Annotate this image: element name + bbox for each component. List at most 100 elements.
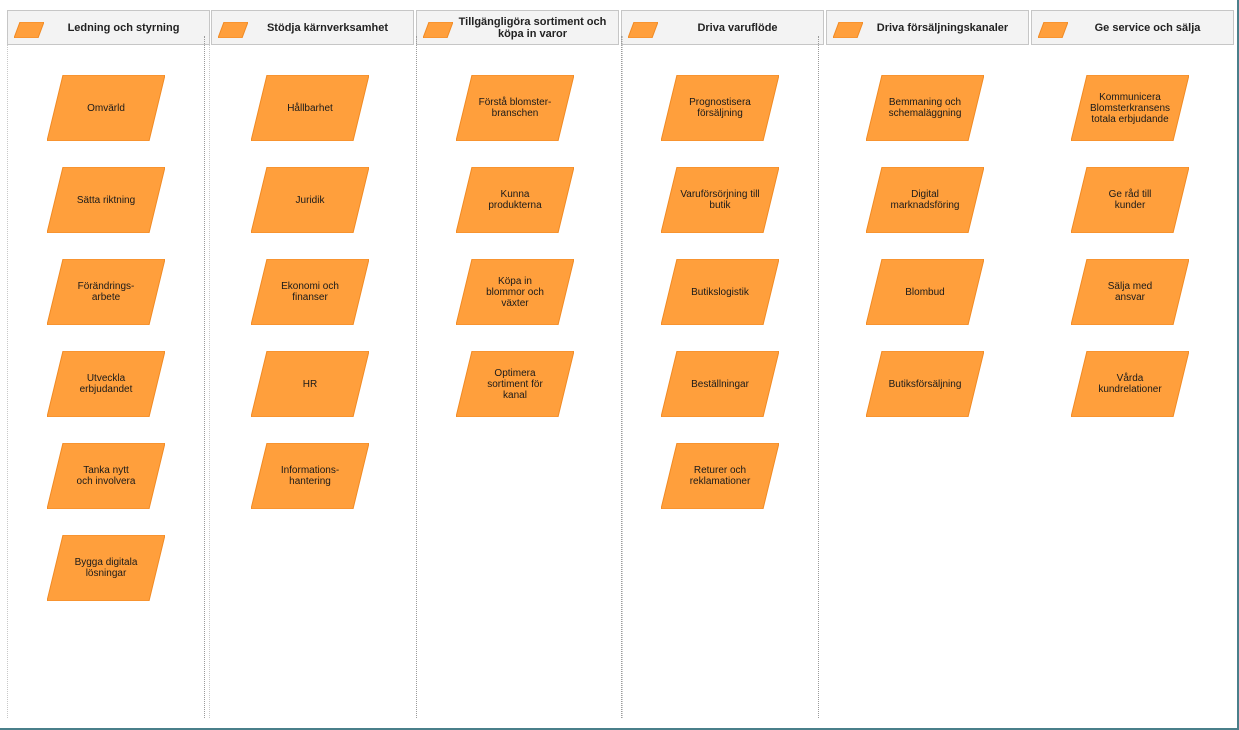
parallelogram-icon-shape [1037,21,1069,39]
activity-box[interactable]: Juridik [251,167,369,233]
parallelogram-icon [13,21,45,39]
activity-shape [456,75,574,141]
activity-shape [251,443,369,509]
parallelogram-icon [832,21,864,39]
parallelogram-icon-shape [422,21,454,39]
activity-label: Butikslogistik [691,286,749,298]
lane-title: Ledning och styrning [67,21,180,34]
parallelogram-icon-shape [832,21,864,39]
lane-header[interactable]: Ledning och styrning [7,10,210,45]
activity-label: Blombud [905,286,945,298]
lane-title: Tillgängligöra sortiment och köpa in var… [458,15,607,40]
lane-divider [209,36,210,718]
parallelogram-icon [422,21,454,39]
activity-box[interactable]: Butiksförsäljning [866,351,984,417]
activity-shape [251,351,369,417]
parallelogram-icon [217,21,249,39]
lane-header[interactable]: Ge service och sälja [1031,10,1234,45]
parallelogram-icon-shape [627,21,659,39]
lane-title: Ge service och sälja [1094,21,1201,34]
activity-shape [47,443,165,509]
activity-shape [251,75,369,141]
lane-header[interactable]: Tillgängligöra sortiment och köpa in var… [416,10,619,45]
activity-label: Förstå blomster-branschen [478,97,552,119]
activity-box[interactable]: Förändrings-arbete [47,259,165,325]
parallelogram-icon-shape [217,21,249,39]
activity-box[interactable]: Beställningar [661,351,779,417]
activity-label: Beställningar [691,378,749,390]
lane-header[interactable]: Driva försäljningskanaler [826,10,1029,45]
activity-box[interactable]: Hållbarhet [251,75,369,141]
activity-shape [866,167,984,233]
activity-box[interactable]: Informations-hantering [251,443,369,509]
activity-label: Juridik [295,194,325,206]
lane-title: Driva försäljningskanaler [876,21,1009,34]
activity-box[interactable]: Blombud [866,259,984,325]
swimlane-3: Tillgängligöra sortiment och köpa in var… [416,10,619,718]
activity-shape [456,167,574,233]
activity-shape [1071,351,1189,417]
activity-shape [47,351,165,417]
activity-box[interactable]: HR [251,351,369,417]
lane-header[interactable]: Driva varuflöde [621,10,824,45]
lane-title: Driva varuflöde [697,21,778,34]
activity-shape [251,259,369,325]
activity-box[interactable]: Vårda kundrelationer [1071,351,1189,417]
activity-box[interactable]: Sätta riktning [47,167,165,233]
activity-shape [1071,167,1189,233]
activity-shape [456,351,574,417]
activity-box[interactable]: Förstå blomster-branschen [456,75,574,141]
activity-shape [661,443,779,509]
activity-label: Sätta riktning [76,194,136,206]
activity-box[interactable]: Butikslogistik [661,259,779,325]
lane-header[interactable]: Stödja kärnverksamhet [211,10,414,45]
activity-box[interactable]: Omvärld [47,75,165,141]
lane-divider [622,36,623,718]
activity-label: Vårda kundrelationer [1098,373,1162,395]
parallelogram-icon [1037,21,1069,39]
activity-shape [866,351,984,417]
lane-divider [7,36,8,718]
activity-shape [1071,259,1189,325]
activity-shape [866,259,984,325]
lane-divider [818,36,819,718]
activity-label: Hållbarhet [287,102,333,114]
activity-shape [661,167,779,233]
lane-title: Stödja kärnverksamhet [266,21,389,34]
activity-shape [661,351,779,417]
activity-label: Informations-hantering [280,465,340,487]
activity-shape [1071,75,1189,141]
